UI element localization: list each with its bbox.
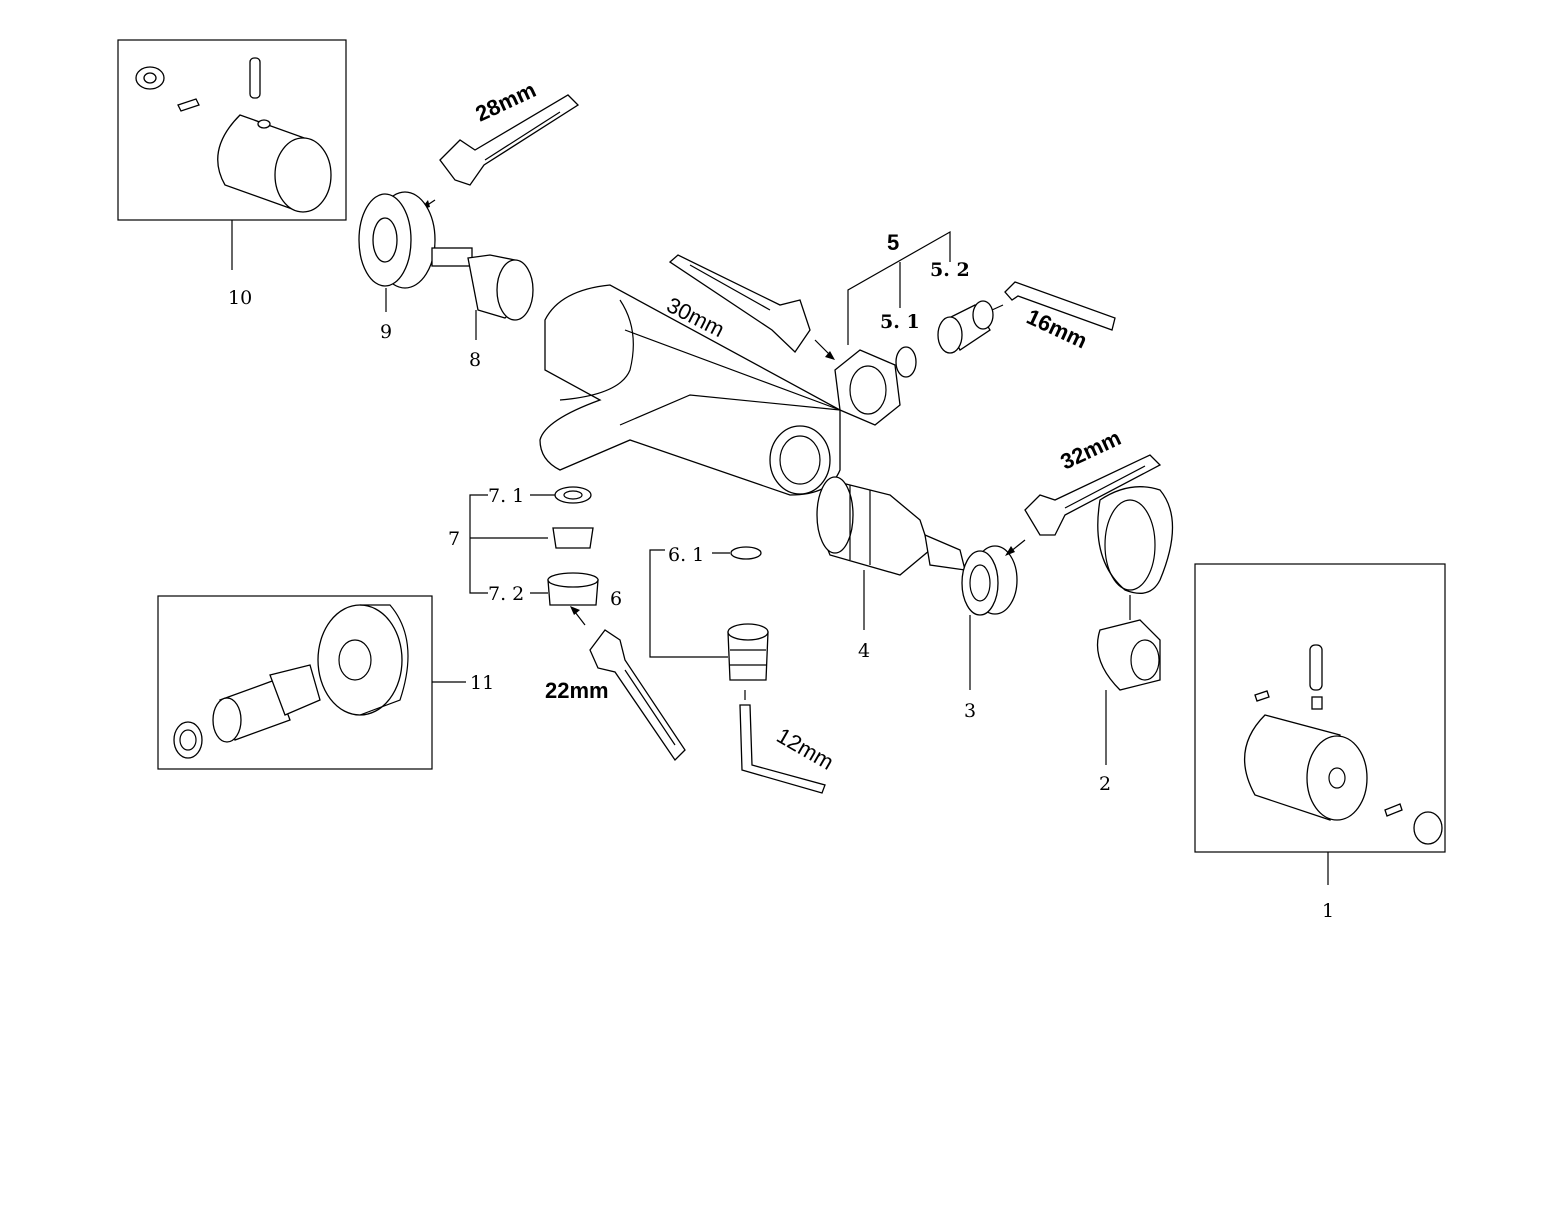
part-1-handle-box (1194, 563, 1446, 885)
hex-key-16mm-icon (991, 281, 1116, 331)
callout-5-2: 5. 2 (930, 259, 970, 281)
part-9-ring-nut (358, 191, 436, 312)
callout-7-2: 7. 2 (488, 583, 524, 605)
wrench-30mm-icon (668, 254, 835, 360)
part-2-lever-adapter (1096, 486, 1174, 765)
part-11-outlet-box (157, 595, 466, 770)
part-5-nut (834, 349, 901, 426)
part-6-group-bracket (649, 546, 769, 700)
callout-10: 10 (228, 287, 252, 309)
part-10-handle-box (117, 39, 347, 270)
callout-2: 2 (1099, 773, 1111, 795)
wrench-22mm-icon (570, 606, 686, 762)
callout-6-1: 6. 1 (668, 544, 704, 566)
tool-size-22mm: 22mm (545, 678, 609, 703)
callout-5: 5 (887, 230, 899, 255)
callout-4: 4 (858, 640, 870, 662)
part-5-2-fitting (937, 300, 994, 354)
tool-size-32mm: 32mm (1057, 425, 1125, 475)
part-8-cartridge (431, 247, 534, 340)
callout-11: 11 (470, 672, 494, 694)
hex-key-12mm-icon (739, 704, 826, 794)
part-7-group-bracket (469, 486, 599, 606)
part-4-thermostatic-cartridge (816, 476, 966, 630)
part-3-ring-nut (961, 545, 1018, 690)
wrench-32mm-icon (1005, 454, 1162, 556)
callout-5-1: 5. 1 (880, 311, 920, 333)
callout-9: 9 (380, 321, 392, 343)
callout-6: 6 (610, 588, 622, 610)
mixer-body (539, 284, 841, 496)
callout-8: 8 (469, 349, 481, 371)
callout-3: 3 (964, 700, 976, 722)
part-5-group-bracket (847, 230, 951, 345)
callout-7: 7 (448, 528, 460, 550)
callout-7-1: 7. 1 (488, 485, 524, 507)
part-5-1-o-ring (895, 346, 917, 378)
tool-size-12mm: 12mm (773, 723, 838, 775)
callout-1: 1 (1322, 900, 1334, 922)
